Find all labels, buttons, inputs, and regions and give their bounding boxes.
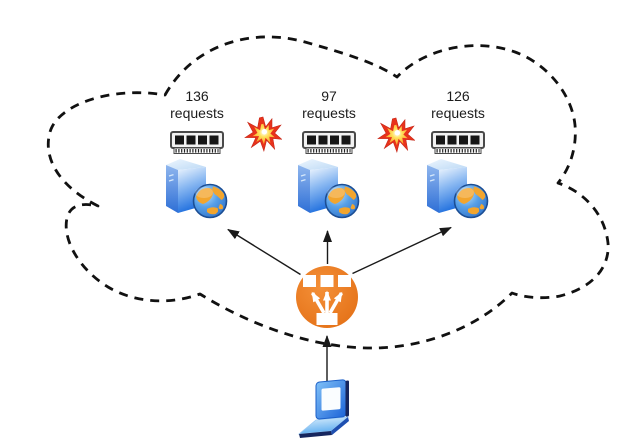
requests-count: 136 (185, 88, 209, 104)
memory-icon (431, 131, 485, 155)
memory-icon (302, 131, 356, 155)
requests-unit: requests (431, 105, 485, 121)
web-server-globe-icon (297, 158, 360, 219)
cloud-boundary (46, 35, 610, 350)
load-balancer-icon (296, 266, 358, 328)
web-server-globe-icon (165, 158, 228, 219)
server-node-1: 136 requests (142, 88, 252, 220)
web-server-globe-icon (426, 158, 489, 219)
requests-unit: requests (170, 105, 224, 121)
arrow-lb-to-server-3 (352, 226, 452, 275)
client-laptop-icon (298, 378, 350, 439)
arrow-lb-to-server-1 (227, 228, 301, 276)
requests-count: 126 (446, 88, 470, 104)
requests-count: 97 (321, 88, 337, 104)
explosion-icon-2 (377, 117, 415, 153)
explosion-icon-1 (244, 116, 282, 152)
server-node-2: 97 requests (274, 88, 384, 220)
memory-icon (170, 131, 224, 155)
server-node-3: 126 requests (403, 88, 513, 220)
requests-unit: requests (302, 105, 356, 121)
